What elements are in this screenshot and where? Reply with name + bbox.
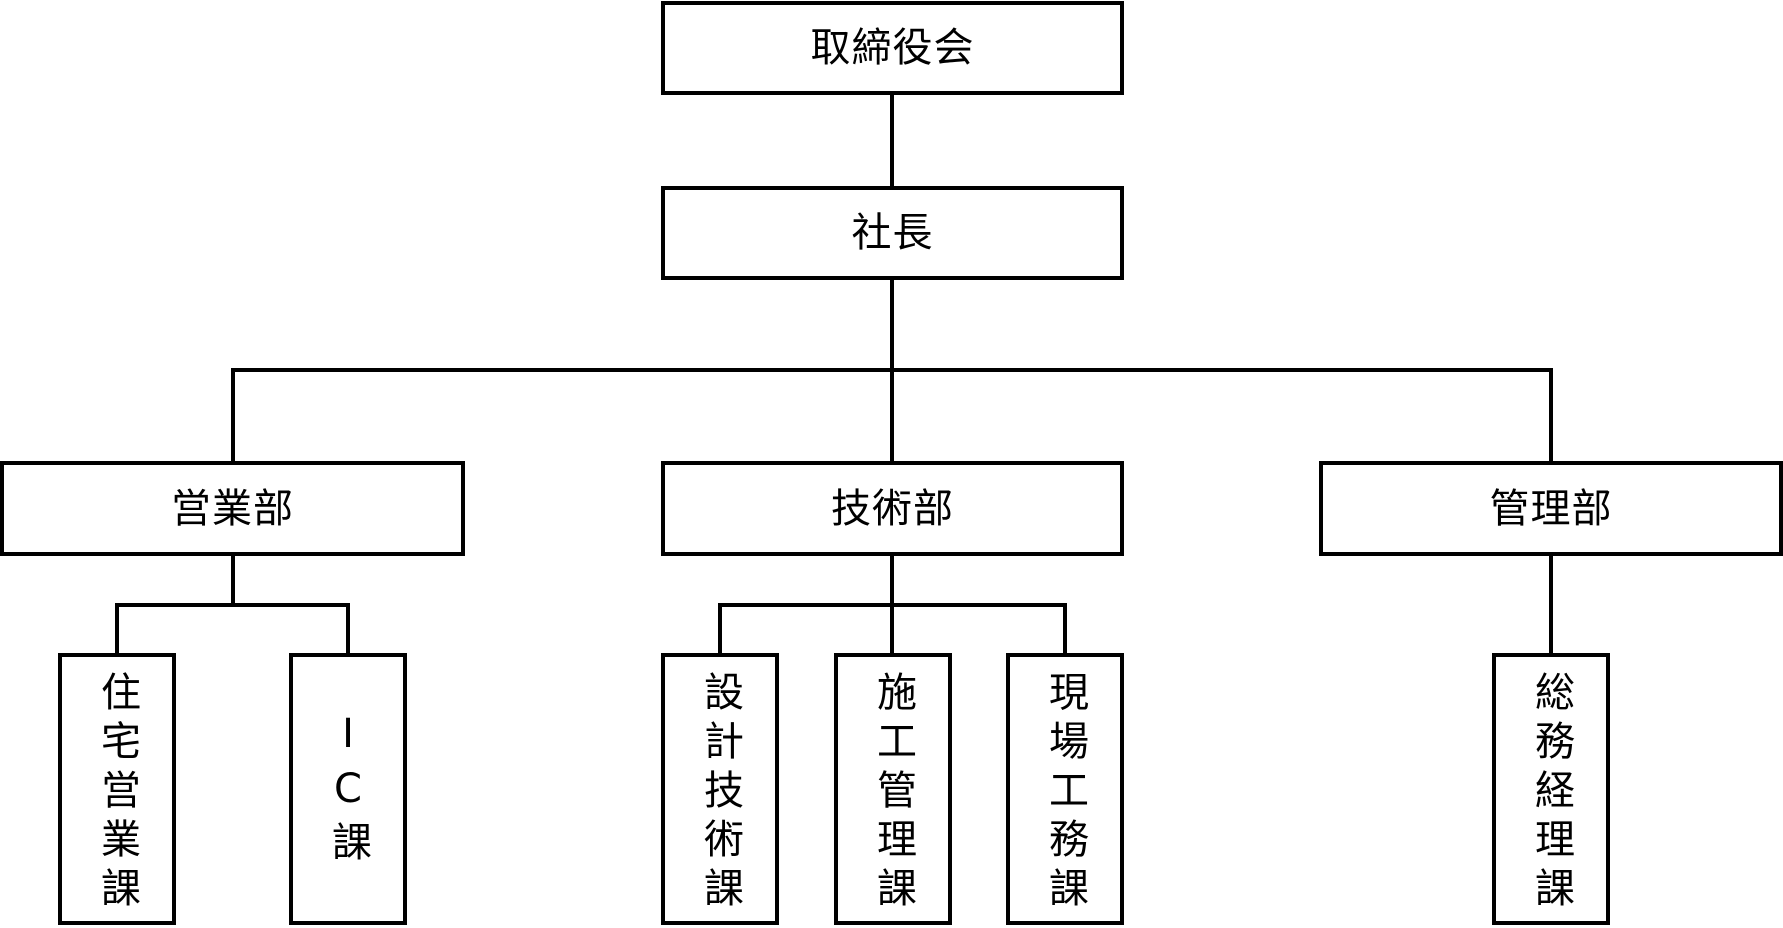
technical-department-box: 技術部 <box>661 461 1124 556</box>
housing-sales-section-box: 住宅営業課 <box>58 653 176 925</box>
housing-sales-section-label: 住宅営業課 <box>94 671 140 916</box>
sales-department-box: 営業部 <box>0 461 465 556</box>
president-label: 社長 <box>851 210 934 256</box>
board-label: 取締役会 <box>810 25 975 71</box>
construction-management-section-box: 施工管理課 <box>834 653 952 925</box>
president-box: 社長 <box>661 186 1124 280</box>
ic-section-box: IC課 <box>289 653 407 925</box>
board-box: 取締役会 <box>661 1 1124 95</box>
administration-department-box: 管理部 <box>1319 461 1783 556</box>
ic-section-label: IC課 <box>325 711 371 870</box>
technical-department-label: 技術部 <box>831 485 954 532</box>
design-tech-section-label: 設計技術課 <box>697 671 743 916</box>
sales-department-label: 営業部 <box>171 485 294 532</box>
design-tech-section-box: 設計技術課 <box>661 653 779 925</box>
general-accounting-section-label: 総務経理課 <box>1528 671 1574 916</box>
construction-management-section-label: 施工管理課 <box>870 671 916 916</box>
administration-department-label: 管理部 <box>1489 485 1613 532</box>
site-engineering-section-box: 現場工務課 <box>1006 653 1124 925</box>
site-engineering-section-label: 現場工務課 <box>1042 671 1088 916</box>
general-accounting-section-box: 総務経理課 <box>1492 653 1610 925</box>
